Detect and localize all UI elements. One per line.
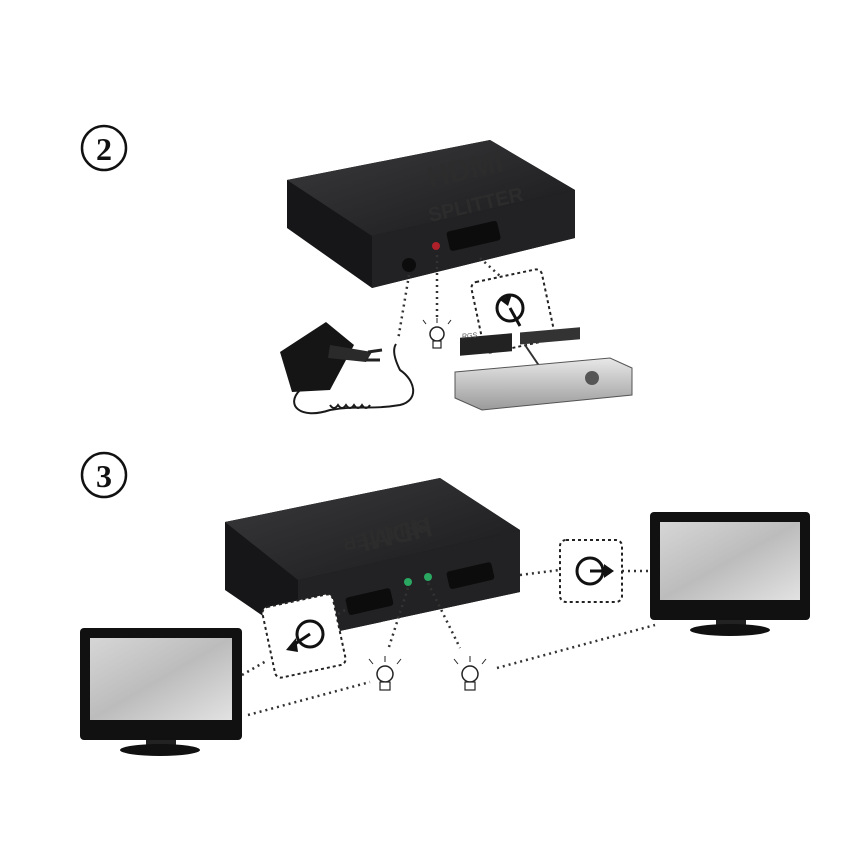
bulb-icon bbox=[368, 656, 402, 691]
bulb-icon bbox=[422, 318, 452, 349]
step-3-label: 3 bbox=[80, 451, 128, 499]
hdmi-splitter-top: HDMI SPLITTER bbox=[287, 140, 575, 288]
hdmi-output-port-2 bbox=[446, 562, 495, 589]
hdmi-output-icon bbox=[261, 593, 347, 679]
step-2-label: 2 bbox=[80, 124, 128, 172]
dc-power-port bbox=[402, 258, 416, 272]
power-led bbox=[432, 242, 440, 250]
output-led-2 bbox=[424, 573, 432, 581]
set-top-box-receiver: RGS bbox=[454, 327, 633, 411]
hdmi-output-port-1 bbox=[345, 588, 394, 615]
svg-text:3: 3 bbox=[96, 458, 112, 494]
svg-text:RGS: RGS bbox=[462, 332, 477, 340]
hdmi-input-port bbox=[446, 220, 501, 251]
monitor-left bbox=[80, 628, 242, 756]
power-connector-line bbox=[396, 274, 411, 341]
hdmi-output-icon bbox=[559, 539, 623, 603]
output-led-1 bbox=[404, 578, 412, 586]
power-adapter-icon bbox=[280, 322, 415, 415]
svg-text:2: 2 bbox=[96, 131, 112, 167]
bulb-icon bbox=[453, 656, 487, 691]
monitor-right bbox=[650, 512, 810, 636]
